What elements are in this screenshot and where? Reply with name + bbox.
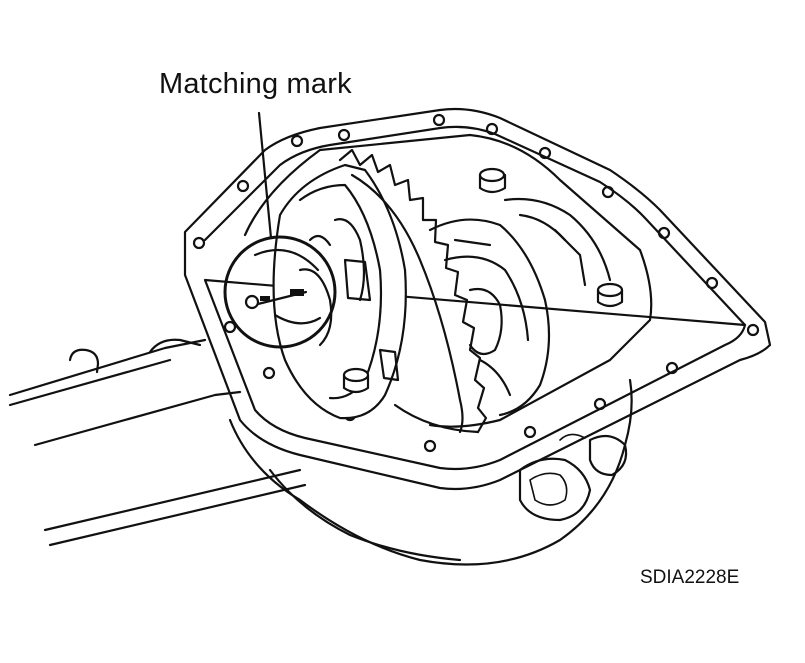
differential-pinion-side: [428, 197, 612, 417]
matching-mark-callout: [223, 111, 337, 349]
matching-mark-right: [290, 289, 304, 296]
matching-mark-left: [260, 296, 270, 301]
differential-case: [272, 163, 407, 420]
carrier-housing: [228, 378, 633, 566]
housing-flange: [183, 107, 772, 491]
figure-id: SDIA2228E: [640, 567, 740, 588]
callout-circle: [223, 235, 337, 349]
carrier-cavity: [243, 133, 653, 428]
ring-gear: [338, 148, 488, 434]
bearing-cap-bolts: [342, 167, 624, 394]
callout-leader-line: [257, 111, 273, 240]
axle-tube: [8, 338, 307, 547]
matching-mark-label: Matching mark: [159, 68, 352, 100]
